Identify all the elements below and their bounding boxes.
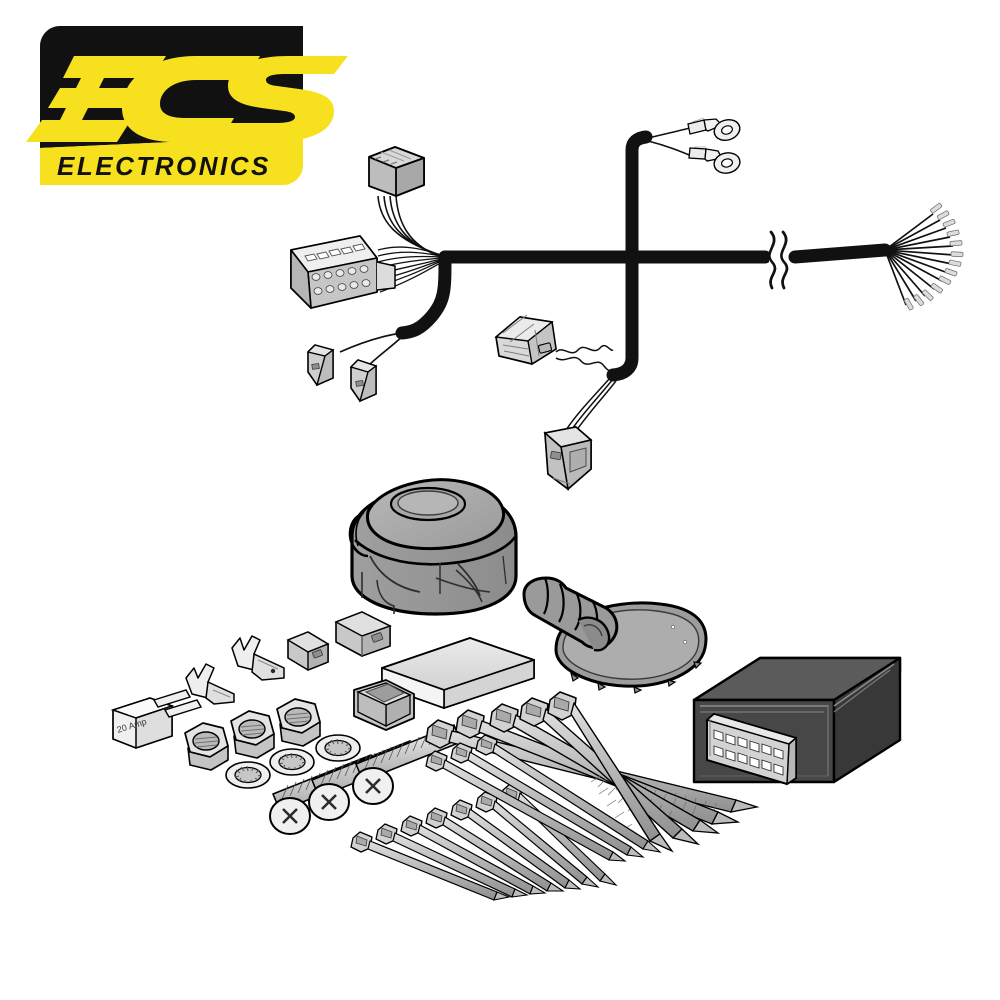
cable-tie-small-group <box>350 734 662 901</box>
spade-terminal-a <box>185 663 235 705</box>
cable-tie-large-group <box>425 691 760 853</box>
logo-badge-yellow <box>40 136 303 185</box>
cable-tie-small <box>425 807 565 892</box>
small-connector-a <box>306 344 335 387</box>
small-connector-b <box>349 359 378 403</box>
hex-nut <box>184 722 229 771</box>
logo-ecs-mark <box>26 56 348 142</box>
cable-tie-small <box>425 750 627 862</box>
cable-tie-small <box>350 831 511 901</box>
module-plug-connector <box>543 377 617 491</box>
serrated-washer <box>315 734 361 762</box>
open-wire-fan <box>884 203 964 311</box>
ring-terminal-2 <box>688 146 741 174</box>
blade-fuse: 20 Amp <box>110 689 203 750</box>
pan-head-screw-group <box>269 724 462 835</box>
cable-tie-small <box>450 799 582 890</box>
control-module <box>692 656 902 786</box>
logo-electronics-text: ELECTRONICS <box>57 151 271 181</box>
connector-housing-a <box>286 631 330 672</box>
serrated-washer <box>225 761 271 789</box>
spade-terminal-b <box>231 635 285 681</box>
hex-nut-group <box>184 698 321 771</box>
connector-housing-b <box>334 611 392 657</box>
connector-housing-c <box>353 679 415 731</box>
ring-terminal-1 <box>687 117 741 142</box>
cable-tie-small <box>475 791 600 888</box>
foam-pad <box>381 637 535 710</box>
multipin-connector <box>290 235 443 309</box>
serrated-washer <box>269 748 315 776</box>
flat-blade-connector <box>494 314 614 373</box>
ring-terminal-pair <box>647 117 741 174</box>
hex-nut <box>276 698 321 747</box>
hex-nut <box>230 710 275 759</box>
serrated-washer-group <box>225 734 361 789</box>
cable-tie-large <box>547 691 674 853</box>
cable-tie-small <box>450 742 645 858</box>
small-connector-pair <box>306 332 405 403</box>
cable-break-symbol <box>768 230 789 290</box>
cable-tie-small <box>475 734 662 853</box>
cable-tie-small <box>400 815 547 895</box>
harness-main-cable <box>395 130 892 382</box>
tow-socket <box>348 478 518 616</box>
rubber-grommet <box>522 576 708 694</box>
cable-tie-small <box>375 823 529 898</box>
